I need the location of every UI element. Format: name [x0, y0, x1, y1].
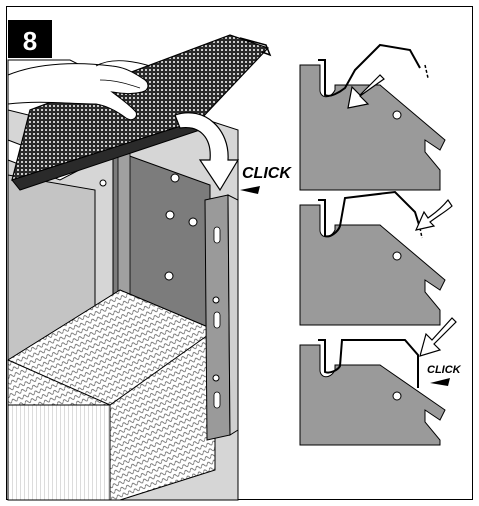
inner-wall-hole — [165, 210, 175, 220]
downward-arrow — [174, 112, 240, 192]
detail-bracket-3 — [299, 344, 446, 446]
click-pointer — [240, 186, 260, 194]
keyhole-slot — [213, 391, 221, 409]
detail-step-2 — [299, 190, 453, 326]
inner-wall-hole — [164, 271, 174, 281]
detail-arrow-1 — [347, 74, 385, 109]
mounting-rail-edge — [227, 194, 239, 436]
main-illustration — [6, 34, 272, 501]
detail-hole — [392, 251, 402, 261]
detail-hole — [392, 110, 402, 120]
detail-step-1 — [299, 43, 446, 191]
detail-clip-1 — [318, 43, 421, 97]
inner-wall-hole — [170, 173, 180, 183]
detail-clip-3 — [318, 339, 419, 388]
side-wall — [117, 149, 131, 301]
keyhole-slot — [213, 226, 221, 244]
step-badge — [8, 20, 52, 58]
rail-hole — [212, 296, 220, 304]
detail-click-pointer — [430, 378, 450, 386]
detail-arrow-2 — [414, 198, 453, 231]
detail-step-3 — [299, 317, 457, 446]
detail-hole — [392, 391, 402, 401]
rail-hole — [212, 374, 220, 382]
image-frame — [6, 6, 473, 500]
detail-click-label: CLICK — [427, 364, 462, 376]
filter-block-front — [7, 404, 111, 501]
detail-bracket-1 — [299, 64, 446, 191]
screw-hole — [99, 179, 107, 187]
step-number: 8 — [23, 26, 37, 56]
main-click-label: CLICK — [242, 165, 292, 182]
detail-bracket-2 — [299, 204, 446, 326]
inner-wall-hole — [188, 217, 198, 227]
keyhole-slot — [213, 311, 221, 329]
detail-arrow-3 — [419, 317, 457, 357]
mesh-screen-hook — [239, 37, 272, 57]
detail-clip-2 — [318, 190, 421, 238]
hand — [7, 63, 149, 121]
